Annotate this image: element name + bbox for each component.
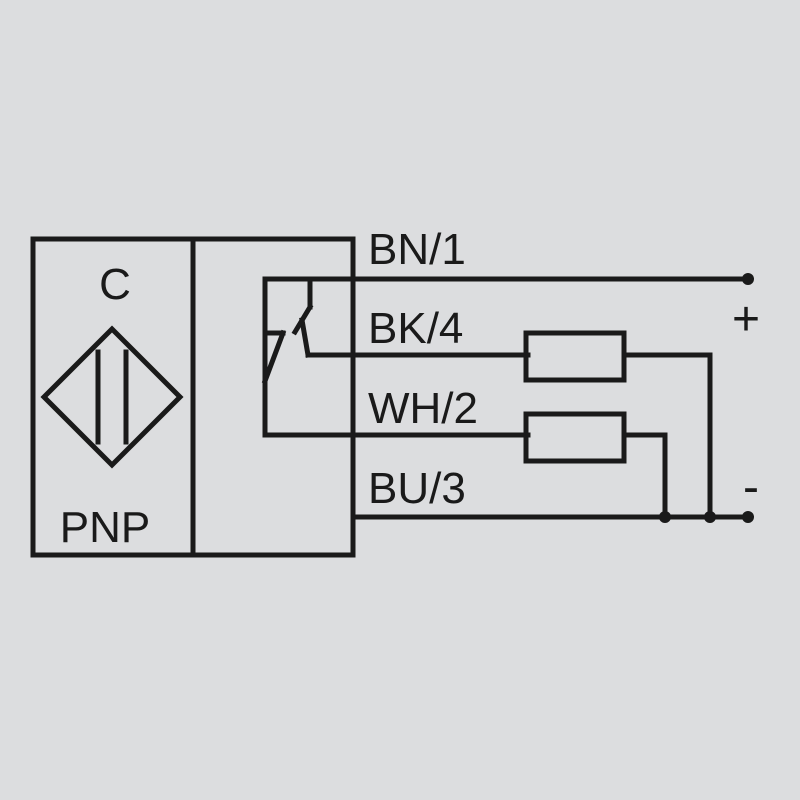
- wire-label-bn1: BN/1: [368, 225, 466, 274]
- capacitive-sensor-symbol-icon: [40, 325, 184, 469]
- junction-dot-icon: [742, 511, 754, 523]
- sensor-output-type: PNP: [60, 503, 150, 552]
- load-resistor-icon: [523, 411, 627, 464]
- junction-dot-icon: [704, 511, 716, 523]
- wire-label-bu3: BU/3: [368, 464, 466, 513]
- wire-bk4-return: [621, 352, 713, 520]
- wire-label-bk4: BK/4: [368, 304, 463, 353]
- wire-label-wh2: WH/2: [368, 384, 478, 433]
- supply-minus-label: -: [743, 461, 759, 514]
- load-resistor-icon: [523, 330, 627, 383]
- supply-plus-label: +: [732, 293, 760, 346]
- sensor-type-letter: C: [99, 260, 131, 309]
- wire-wh2-return: [621, 432, 668, 520]
- sensor-output-section: [190, 236, 356, 558]
- switch-contact-icon: [261, 276, 751, 438]
- junction-dot-icon: [659, 511, 671, 523]
- junction-dot-icon: [742, 273, 754, 285]
